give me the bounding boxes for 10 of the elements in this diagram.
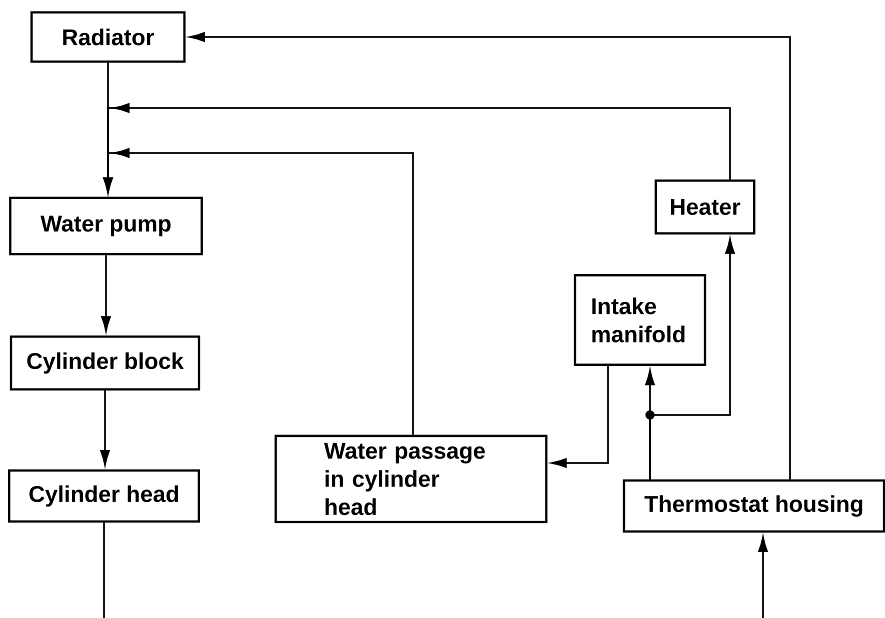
arrow (551, 366, 609, 468)
component-box: Heater (654, 180, 756, 234)
arrow (103, 148, 414, 435)
component-box: Thermostat housing (622, 479, 885, 533)
component-box: Radiator (30, 11, 186, 63)
component-box: Water passage in cylinder head (274, 434, 548, 524)
component-box: Cylinder block (10, 336, 200, 390)
component-box: Cylinder head (8, 469, 200, 523)
component-box: Water pump (9, 196, 203, 256)
component-box: Intake manifold (574, 274, 706, 366)
